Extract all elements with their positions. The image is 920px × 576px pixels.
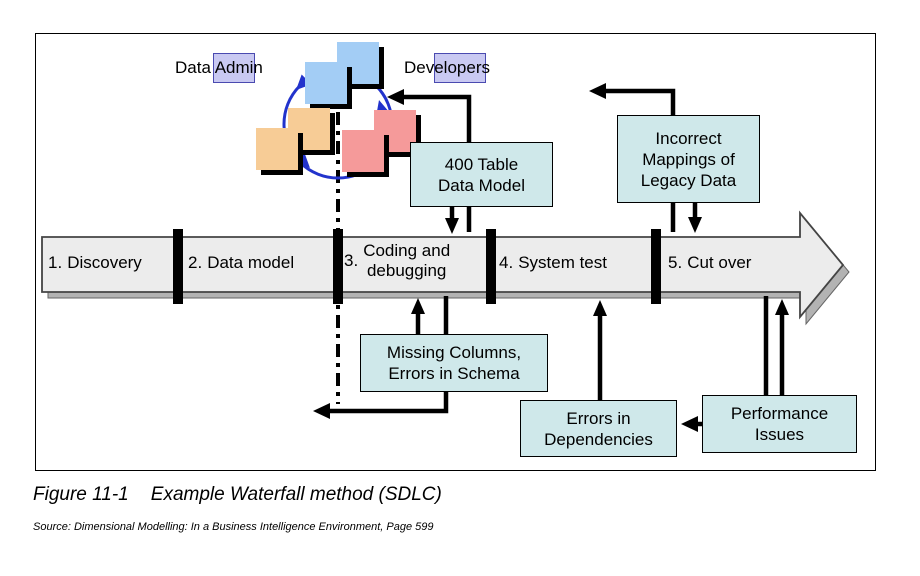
phase-1-discovery: 1. Discovery — [48, 253, 142, 273]
phase-label: System test — [518, 253, 607, 272]
box-performance-issues: Performance Issues — [702, 395, 857, 453]
phase-number: 4. — [499, 253, 514, 272]
box-missing-columns: Missing Columns, Errors in Schema — [360, 334, 548, 392]
figure-caption-label: Figure 11-1 — [33, 484, 129, 505]
phase-3-coding-debugging: 3. Coding and debugging — [344, 241, 450, 281]
developers-anchor-box — [434, 53, 486, 83]
box-errors-dependencies: Errors in Dependencies — [520, 400, 677, 457]
phase-label: Data model — [207, 253, 295, 272]
phase-number: 2. — [188, 253, 203, 272]
model-step-icon-blue — [305, 42, 385, 108]
step-square — [342, 130, 384, 172]
phase-label: Cut over — [687, 253, 752, 272]
data-admin-label: Data Admin — [175, 58, 263, 77]
diagram-frame — [35, 33, 876, 471]
phase-5-cut-over: 5. Cut over — [668, 253, 751, 273]
figure-source: Source: Dimensional Modelling: In a Busi… — [33, 521, 434, 533]
phase-number: 1. — [48, 253, 63, 272]
data-admin-anchor-box — [213, 53, 255, 83]
model-step-icon-orange — [256, 108, 336, 174]
phase-label: Coding and debugging — [363, 241, 451, 280]
phase-4-system-test: 4. System test — [499, 253, 607, 273]
timeline-arrow-body — [41, 210, 845, 320]
box-incorrect-mappings: Incorrect Mappings of Legacy Data — [617, 115, 760, 203]
phase-number: 5. — [668, 253, 683, 272]
step-square — [305, 62, 347, 104]
phase-number: 3. — [344, 251, 359, 270]
step-square — [256, 128, 298, 170]
phase-label: Discovery — [67, 253, 142, 272]
figure-caption: Figure 11-1 Example Waterfall method (SDL… — [33, 484, 442, 506]
box-400-table-data-model: 400 Table Data Model — [410, 142, 553, 207]
figure-caption-title: Example Waterfall method (SDLC) — [150, 484, 442, 505]
model-step-icon-pink — [342, 110, 422, 176]
phase-2-data-model: 2. Data model — [188, 253, 294, 273]
developers-label: Developers — [404, 58, 490, 77]
feedback-arrowheads — [313, 83, 789, 432]
